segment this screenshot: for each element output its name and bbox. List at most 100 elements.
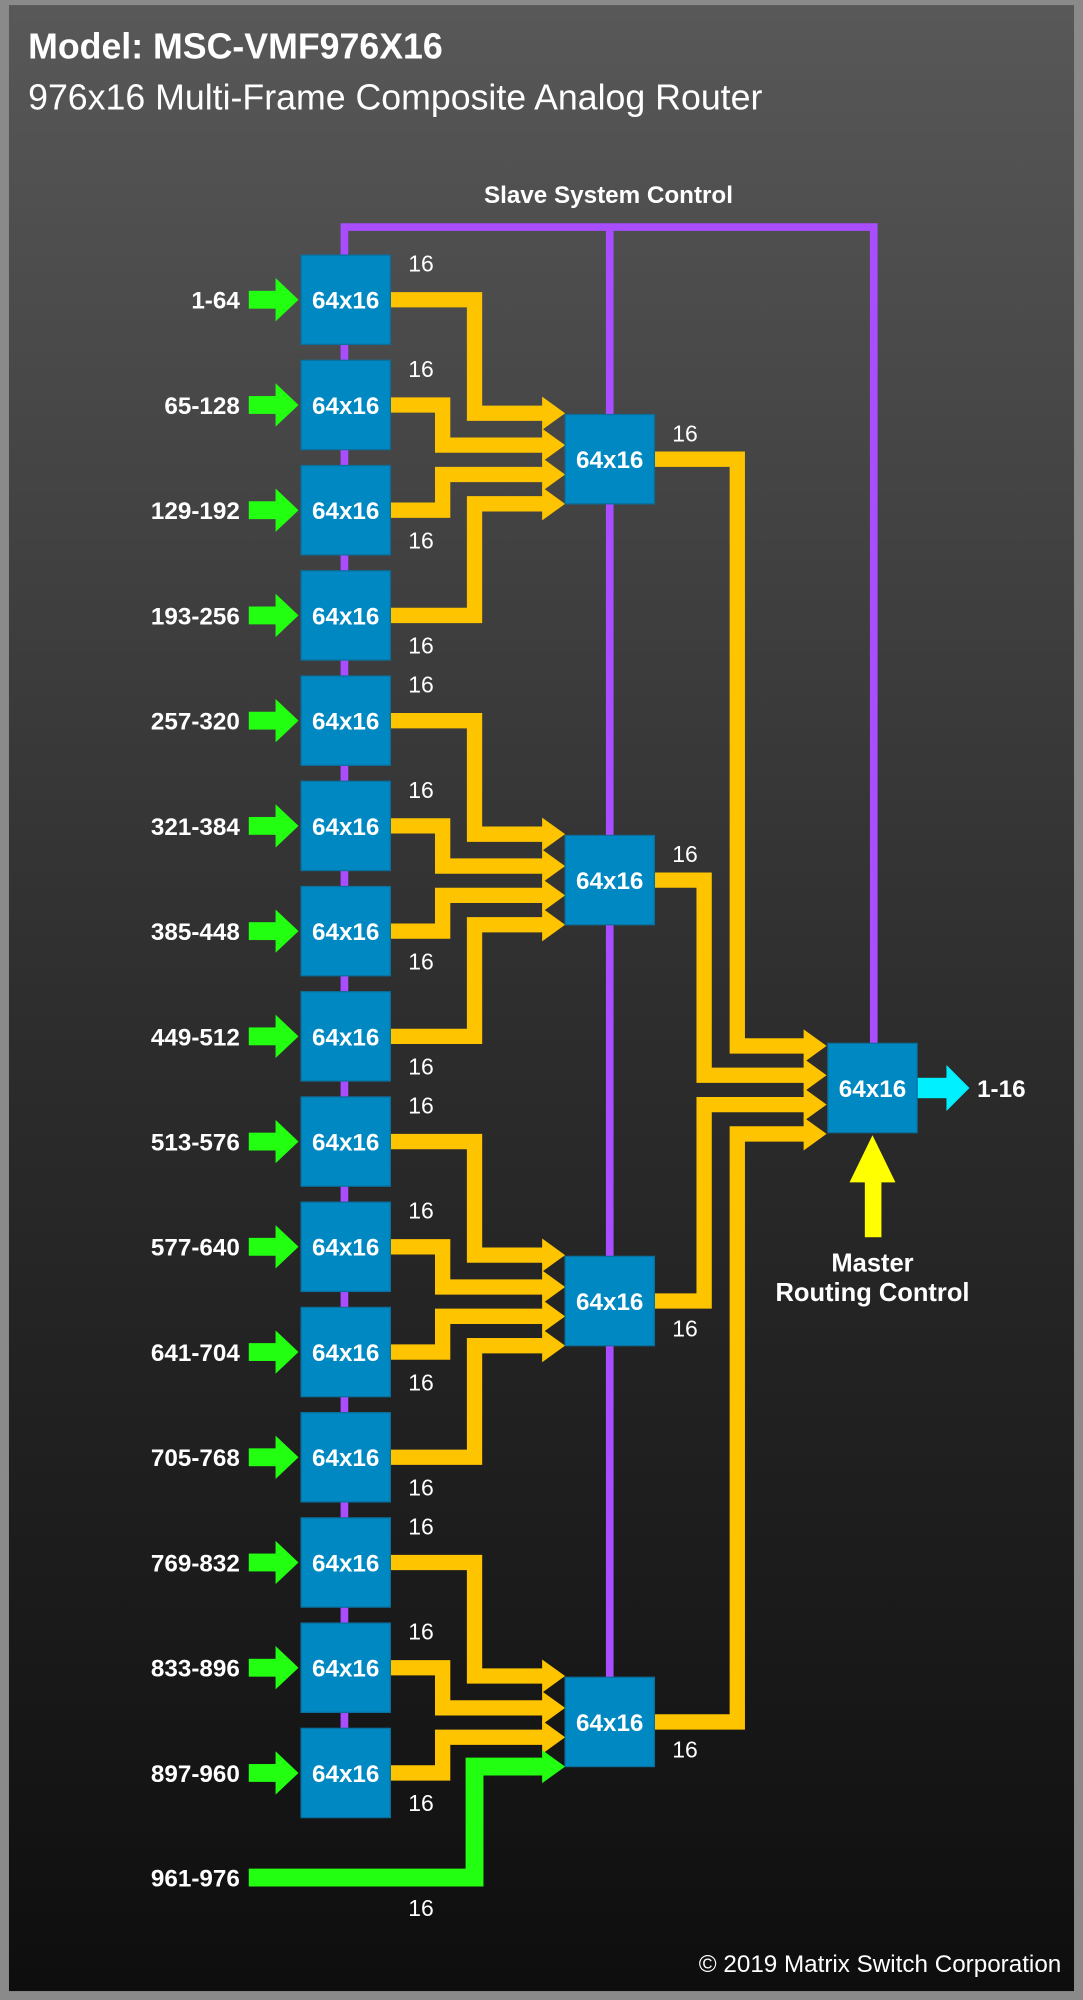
input-arrow-shaft [248, 816, 277, 835]
link-arrowhead-icon [542, 1270, 566, 1304]
input-matrix-box [300, 1411, 391, 1503]
stage2-matrix-box-label: 64x16 [576, 1289, 643, 1316]
input-range-label: 1-64 [191, 288, 240, 315]
input-matrix-box-label: 64x16 [312, 919, 379, 946]
input-arrow-icon [275, 1330, 299, 1374]
input-matrix-box-label: 64x16 [312, 603, 379, 630]
link-arrowhead-icon [542, 1238, 566, 1272]
input-range-label: 833-896 [151, 1656, 240, 1683]
input-to-stage2-link [390, 1308, 545, 1360]
link-arrowhead-icon [542, 849, 566, 883]
port-count-label: 16 [408, 1054, 434, 1080]
port-count-label: 16 [672, 841, 698, 867]
port-count-label: 16 [408, 1198, 434, 1224]
input-matrix-box-label: 64x16 [312, 1024, 379, 1051]
input-arrow-shaft [248, 606, 277, 625]
input-arrow-icon [275, 383, 299, 427]
input-matrix-box-label: 64x16 [312, 814, 379, 841]
input-matrix-box-label: 64x16 [312, 393, 379, 420]
stage2-to-master-link [653, 1096, 807, 1309]
port-count-label: 16 [408, 1895, 434, 1921]
input-arrow-icon [275, 1225, 299, 1269]
output-arrow-shaft [917, 1077, 948, 1099]
link-arrowhead-icon [542, 1720, 566, 1754]
input-matrix-box-label: 64x16 [312, 288, 379, 315]
input-range-label: 129-192 [151, 498, 240, 525]
input-matrix-box [300, 1201, 391, 1293]
input-range-label: 449-512 [151, 1024, 240, 1051]
link-arrowhead-icon [542, 428, 566, 462]
input-to-stage2-link [390, 1554, 545, 1684]
port-count-label: 16 [408, 1619, 434, 1645]
input-matrix-box [300, 464, 391, 556]
input-arrow-shaft [248, 1764, 277, 1782]
master-routing-control-label-line2: Routing Control [775, 1279, 969, 1307]
input-matrix-box-label: 64x16 [312, 498, 379, 525]
link-arrowhead-icon [542, 817, 566, 851]
extra-input-range-label: 961-976 [151, 1865, 240, 1892]
input-to-stage2-link [390, 466, 545, 518]
port-count-label: 16 [408, 777, 434, 803]
port-count-label: 16 [408, 356, 434, 382]
input-to-stage2-link [390, 713, 545, 842]
stage2-matrix-box [564, 834, 656, 926]
link-arrowhead-icon [542, 487, 566, 521]
output-arrow-icon [946, 1065, 970, 1111]
input-arrow-shaft [248, 1553, 277, 1572]
input-arrow-icon [275, 278, 299, 322]
input-range-label: 513-576 [151, 1130, 240, 1157]
input-arrow-shaft [248, 501, 277, 520]
stage2-matrix-box-label: 64x16 [576, 868, 643, 895]
port-count-label: 16 [408, 1475, 434, 1501]
link-arrowhead-icon [803, 1058, 827, 1092]
output-range-label: 1-16 [977, 1076, 1025, 1103]
input-range-label: 577-640 [151, 1235, 240, 1262]
input-arrow-shaft [248, 711, 277, 730]
input-arrow-shaft [248, 396, 277, 414]
link-arrowhead-icon [803, 1088, 827, 1122]
extra-input-link [248, 1757, 545, 1887]
link-arrowhead-icon [542, 1329, 566, 1363]
link-arrowhead-icon [803, 1029, 827, 1063]
stage2-matrix-box [564, 1255, 656, 1347]
input-arrow-icon [275, 488, 299, 532]
input-matrix-box [300, 1622, 391, 1714]
input-arrow-icon [275, 593, 299, 638]
input-matrix-box-label: 64x16 [312, 1445, 379, 1472]
input-matrix-box [300, 570, 391, 661]
input-arrow-icon [275, 1014, 299, 1059]
input-to-stage2-link [390, 292, 545, 421]
link-arrowhead-icon [542, 457, 566, 492]
input-arrow-icon [275, 804, 299, 848]
stage2-matrix-box [564, 413, 656, 505]
master-matrix-box-label: 64x16 [839, 1076, 906, 1103]
port-count-label: 16 [672, 1737, 698, 1763]
link-arrowhead-icon [542, 1299, 566, 1333]
input-arrow-icon [275, 1646, 299, 1690]
input-matrix-box [300, 780, 391, 872]
input-range-label: 705-768 [151, 1445, 240, 1472]
input-arrow-icon [275, 698, 299, 743]
input-to-stage2-link [390, 397, 545, 453]
link-arrowhead-icon [542, 396, 566, 430]
stage2-matrix-box-label: 64x16 [576, 1710, 643, 1737]
input-matrix-box-label: 64x16 [312, 709, 379, 736]
master-control-arrow-shaft [864, 1179, 882, 1238]
input-arrow-shaft [248, 1237, 277, 1256]
stage2-to-master-link [653, 872, 807, 1083]
input-to-stage2-link [390, 1660, 545, 1716]
input-range-label: 641-704 [151, 1340, 240, 1367]
input-to-stage2-link [390, 1729, 545, 1781]
input-matrix-box [300, 1517, 391, 1608]
input-arrow-shaft [248, 1448, 277, 1467]
input-to-stage2-link [390, 1338, 545, 1465]
input-range-label: 321-384 [151, 814, 240, 841]
input-matrix-box [300, 1727, 391, 1819]
input-arrow-shaft [248, 1027, 277, 1046]
input-matrix-box-label: 64x16 [312, 1761, 379, 1788]
input-matrix-box-label: 64x16 [312, 1235, 379, 1262]
input-matrix-box [300, 359, 391, 451]
input-range-label: 385-448 [151, 919, 240, 946]
input-arrow-icon [275, 1119, 299, 1164]
link-arrowhead-icon [542, 1659, 566, 1693]
